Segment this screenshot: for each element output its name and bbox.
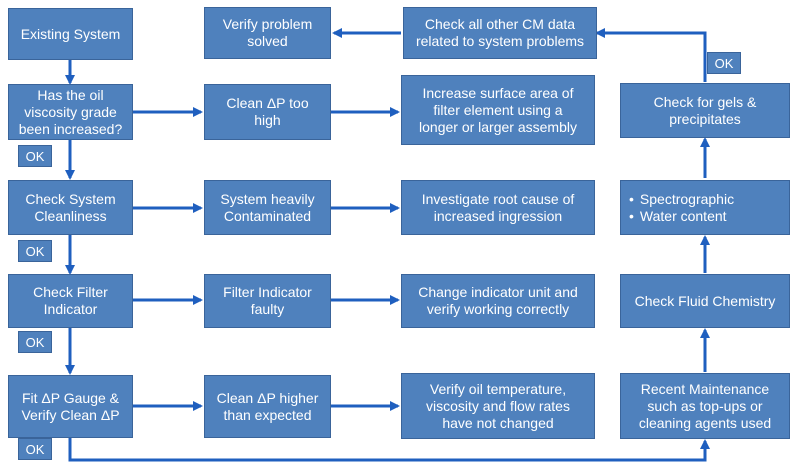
viscosity-question-box: Has the oil viscosity grade been increas… (8, 84, 133, 140)
check-cm-data-box: Check all other CM data related to syste… (403, 7, 597, 59)
investigate-root-cause-label: Investigate root cause of increased ingr… (421, 190, 575, 224)
clean-dp-higher-label: Clean ΔP higher than expected (216, 389, 319, 423)
check-filter-indicator-box: Check Filter Indicator (8, 274, 133, 328)
existing-system-label: Existing System (20, 25, 121, 42)
ok-label-viscosity: OK (18, 145, 52, 167)
clean-dp-higher-box: Clean ΔP higher than expected (204, 375, 331, 438)
change-indicator-label: Change indicator unit and verify working… (418, 284, 578, 317)
analysis-list: Spectrographic Water content (629, 191, 734, 225)
indicator-faulty-box: Filter Indicator faulty (204, 274, 331, 328)
check-cleanliness-box: Check System Cleanliness (8, 180, 133, 235)
recent-maintenance-box: Recent Maintenance such as top-ups or cl… (620, 373, 790, 439)
indicator-faulty-label: Filter Indicator faulty (223, 284, 312, 317)
verify-oil-temperature-label: Verify oil temperature, viscosity and fl… (426, 380, 570, 431)
check-cm-data-label: Check all other CM data related to syste… (415, 16, 585, 49)
verify-oil-temperature-box: Verify oil temperature, viscosity and fl… (401, 373, 595, 439)
ok-label-top-right: OK (707, 52, 741, 74)
check-fluid-chemistry-label: Check Fluid Chemistry (634, 292, 776, 309)
check-cleanliness-label: Check System Cleanliness (25, 190, 116, 224)
clean-dp-too-high-box: Clean ΔP too high (204, 84, 331, 140)
check-fluid-chemistry-box: Check Fluid Chemistry (620, 274, 790, 328)
verify-solved-label: Verify problem solved (222, 16, 313, 49)
increase-surface-area-box: Increase surface area of filter element … (401, 75, 595, 145)
increase-surface-area-label: Increase surface area of filter element … (419, 84, 577, 135)
analysis-item-water-content: Water content (629, 208, 734, 225)
heavily-contaminated-label: System heavily Contaminated (220, 190, 315, 224)
check-gels-label: Check for gels & precipitates (653, 93, 757, 127)
heavily-contaminated-box: System heavily Contaminated (204, 180, 331, 235)
recent-maintenance-label: Recent Maintenance such as top-ups or cl… (638, 380, 772, 431)
viscosity-question-label: Has the oil viscosity grade been increas… (18, 86, 123, 137)
arrow-gauge-to-maintenance (68, 438, 710, 462)
ok-label-filter: OK (18, 331, 52, 353)
clean-dp-too-high-label: Clean ΔP too high (226, 95, 309, 128)
arrow-gels-to-cm-data (595, 28, 707, 82)
change-indicator-box: Change indicator unit and verify working… (401, 274, 595, 328)
existing-system-box: Existing System (8, 8, 133, 60)
ok-label-cleanliness: OK (18, 240, 52, 262)
analysis-item-spectrographic: Spectrographic (629, 191, 734, 208)
investigate-root-cause-box: Investigate root cause of increased ingr… (401, 180, 595, 235)
ok-label-gauge: OK (18, 438, 52, 460)
fit-gauge-label: Fit ΔP Gauge & Verify Clean ΔP (21, 389, 120, 423)
check-gels-box: Check for gels & precipitates (620, 83, 790, 138)
verify-solved-box: Verify problem solved (204, 7, 331, 59)
check-filter-indicator-label: Check Filter Indicator (33, 284, 108, 317)
analysis-list-box: Spectrographic Water content (620, 180, 790, 235)
fit-gauge-box: Fit ΔP Gauge & Verify Clean ΔP (8, 375, 133, 438)
